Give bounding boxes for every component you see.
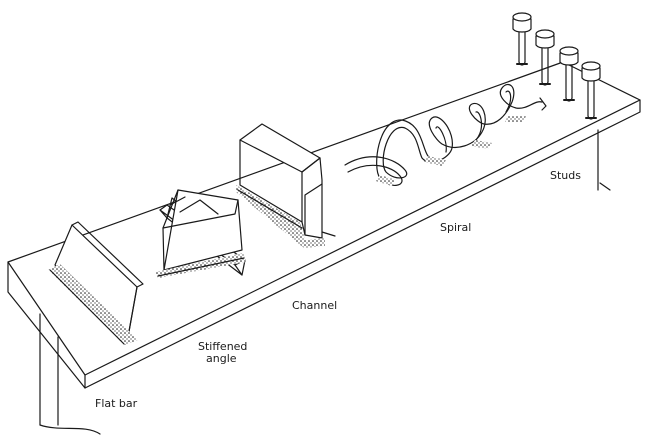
stud-1 [513, 13, 531, 65]
label-flat-bar: Flat bar [95, 398, 137, 410]
label-channel: Channel [292, 300, 337, 312]
beam-flange [8, 62, 640, 434]
label-stiffened-angle: Stiffened angle [198, 341, 247, 365]
label-stiffened-angle-line2: angle [198, 353, 247, 365]
label-spiral: Spiral [440, 222, 471, 234]
label-studs: Studs [550, 170, 581, 182]
